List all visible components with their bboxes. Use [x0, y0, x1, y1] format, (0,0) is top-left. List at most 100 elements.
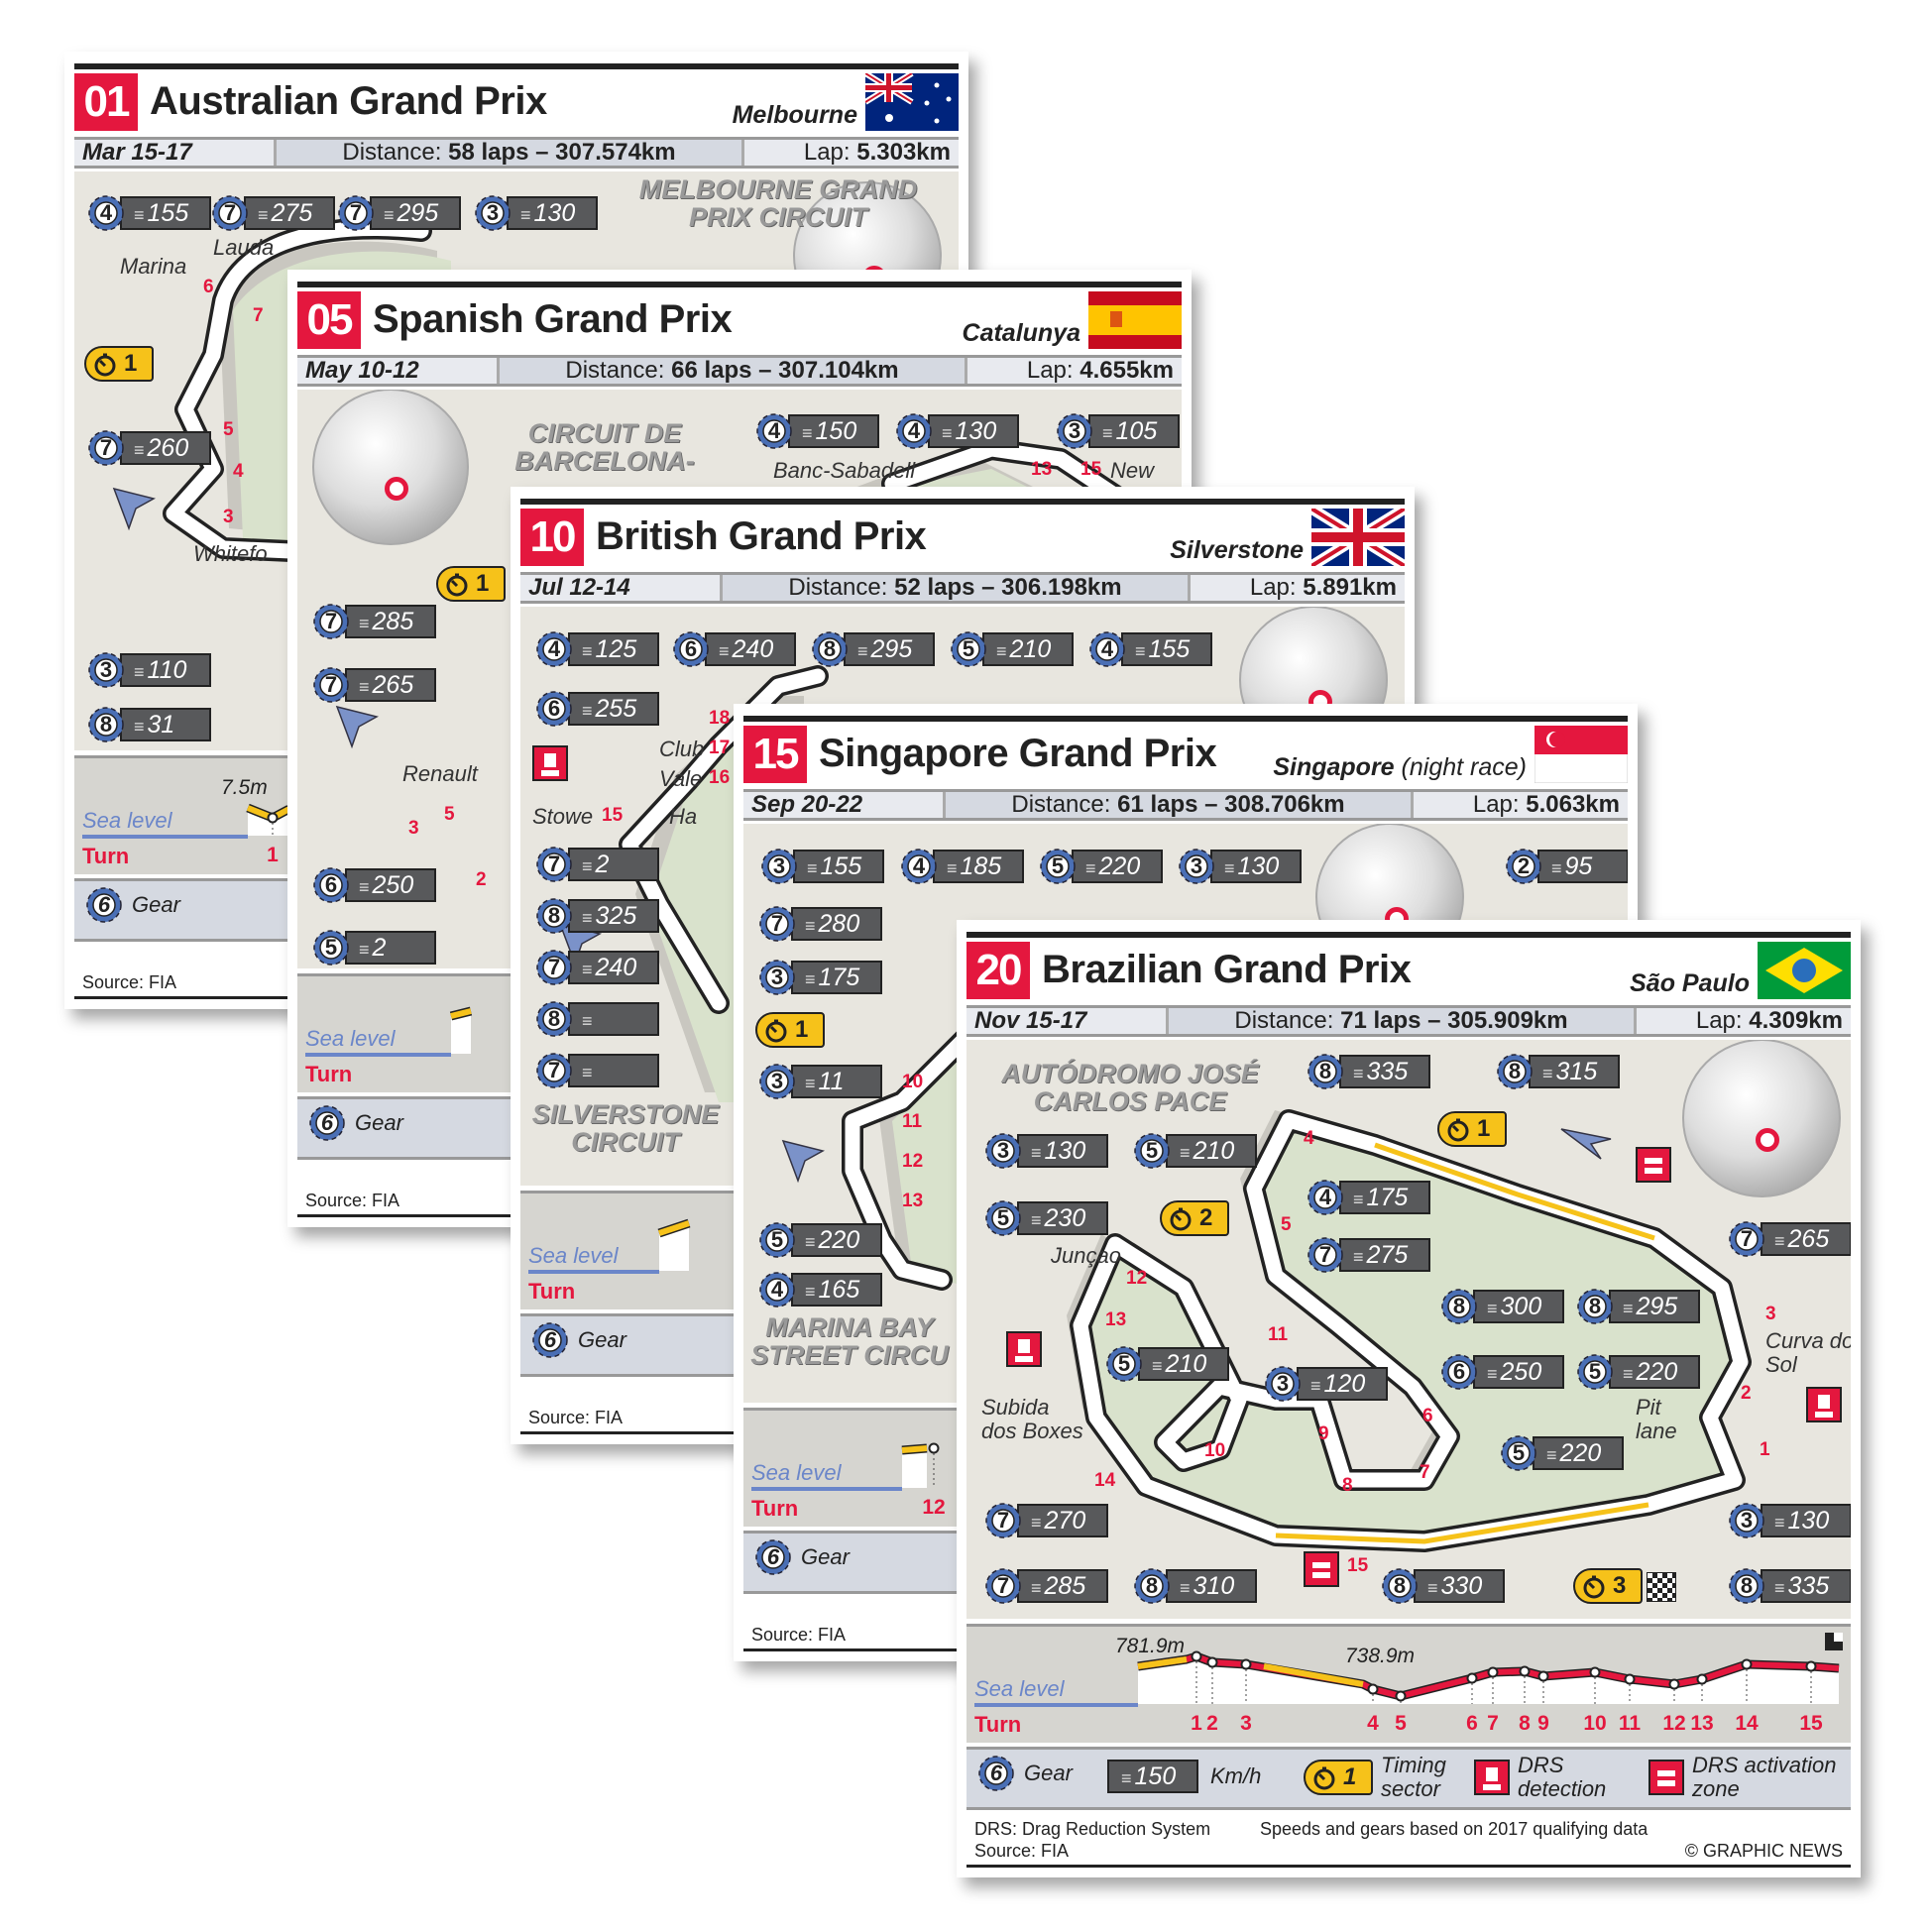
- speed-value: 265: [345, 668, 436, 702]
- drs-detection-icon: [1474, 1760, 1510, 1795]
- elevation-value: 781.9m: [1115, 1635, 1186, 1657]
- turn-number: 18: [709, 708, 731, 729]
- speed-value: 11: [791, 1065, 882, 1098]
- race-date: Sep 20-22: [743, 792, 946, 818]
- venue-city-name: Singapore: [1273, 753, 1395, 781]
- turn-number: 3: [1765, 1304, 1776, 1324]
- gear-speed-badge: 5220: [1036, 847, 1163, 886]
- gear-number: 7: [1740, 1226, 1754, 1251]
- gear-number: 3: [770, 1069, 784, 1093]
- race-date: Jul 12-14: [520, 575, 723, 601]
- lap-value: 5.063km: [1526, 791, 1620, 818]
- gear-icon: 3: [981, 1129, 1025, 1173]
- gear-speed-badge: 6255: [532, 689, 659, 729]
- speed-value: 105: [1088, 414, 1180, 448]
- race-date: Mar 15-17: [74, 140, 277, 166]
- gear-number: 7: [324, 672, 338, 697]
- speed-value: 270: [1017, 1504, 1108, 1537]
- turn-marker: [1537, 1670, 1549, 1682]
- turn-number: 13: [902, 1191, 924, 1211]
- distance-value: 58 laps – 307.574km: [448, 139, 676, 166]
- speed-value: 185: [933, 850, 1024, 883]
- gear-icon: 5: [947, 627, 990, 671]
- speed-value: 175: [791, 961, 882, 994]
- turn-marker: [1624, 1673, 1636, 1685]
- turn-marker: [1696, 1673, 1708, 1685]
- gear-number: 7: [223, 200, 237, 225]
- corner-name: Ha: [669, 804, 698, 829]
- gear-speed-badge: 6240: [669, 629, 796, 669]
- gear-label: Gear: [578, 1327, 626, 1352]
- venue-city: Singapore (night race): [1273, 753, 1527, 782]
- speed-value: 2: [568, 848, 659, 881]
- gear-number: 8: [1740, 1573, 1754, 1598]
- gear-number: 6: [324, 872, 338, 897]
- gear-speed-badge: 8295: [808, 629, 935, 669]
- gear-icon: 2: [1502, 845, 1545, 888]
- round-number: 01: [74, 73, 138, 131]
- drs-activation-icon: [1648, 1760, 1684, 1795]
- header-rule: [966, 932, 1851, 938]
- race-date: Nov 15-17: [966, 1008, 1169, 1034]
- gear-label: Gear: [355, 1110, 403, 1135]
- gear-icon: 8: [1437, 1285, 1481, 1328]
- gear-speed-badge: 831: [84, 705, 211, 744]
- gear-icon: 6: [82, 883, 126, 927]
- gear-icon: 6: [751, 1535, 795, 1579]
- turn-marker: [1395, 1690, 1407, 1702]
- turn-number: 3: [223, 507, 234, 527]
- speed-value: 335: [1761, 1569, 1851, 1603]
- gear-speed-badge: 3120: [1261, 1364, 1388, 1404]
- speed-value: 240: [568, 951, 659, 984]
- corner-name: Marina: [120, 254, 187, 279]
- drs-activation-icon: [1636, 1147, 1671, 1183]
- turn-number: 11: [1268, 1324, 1289, 1345]
- gear-number: 3: [1068, 418, 1081, 443]
- gear-speed-badge: 8325: [532, 896, 659, 936]
- lap-label: Lap:: [1472, 791, 1520, 818]
- timing-sector-badge: 1: [436, 566, 506, 602]
- speed-value: 295: [370, 196, 461, 230]
- drs-activation-icon: [1304, 1551, 1339, 1587]
- gear-number: 7: [547, 852, 561, 876]
- elevation-drs-segment: [1137, 1656, 1188, 1669]
- turn-row-label: Turn: [528, 1279, 576, 1304]
- drs-zone-back-straight: [1374, 1142, 1655, 1241]
- timing-sector-badge: 1: [84, 346, 154, 382]
- gear-icon: 7: [334, 191, 378, 235]
- gear-label: Gear: [801, 1544, 850, 1569]
- gear-icon: 8: [1378, 1564, 1421, 1608]
- speed-value: 210: [1138, 1347, 1229, 1381]
- gear-number: 3: [996, 1138, 1010, 1163]
- turn-row-label: Turn: [82, 844, 130, 868]
- lap-length: Lap: 5.063km: [1414, 792, 1628, 818]
- gear-icon: 4: [1304, 1176, 1347, 1219]
- race-distance: Distance: 61 laps – 308.706km: [946, 792, 1414, 818]
- speed-value: 125: [568, 632, 659, 666]
- gear-number: 3: [772, 853, 786, 878]
- venue-city: Catalunya: [963, 319, 1080, 348]
- gear-icon: 3: [84, 648, 128, 692]
- lap-value: 4.309km: [1749, 1007, 1843, 1034]
- speeds-note: Speeds and gears based on 2017 qualifyin…: [1260, 1819, 1648, 1839]
- speed-value: 330: [1414, 1569, 1505, 1603]
- speed-value: [568, 1054, 659, 1087]
- gear-speed-badge: 7275: [1304, 1235, 1430, 1275]
- race-distance: Distance: 58 laps – 307.574km: [277, 140, 744, 166]
- corner-name: Subida dos Boxes: [981, 1395, 1083, 1443]
- timing-sector-badge: 1: [1304, 1760, 1373, 1795]
- speed-value: [568, 1002, 659, 1036]
- turn-marker: [1589, 1666, 1601, 1678]
- gear-icon: 6: [1437, 1350, 1481, 1394]
- speed-value: 130: [1210, 850, 1302, 883]
- race-distance: Distance: 71 laps – 305.909km: [1169, 1008, 1637, 1034]
- turn-marker: [1206, 1656, 1218, 1668]
